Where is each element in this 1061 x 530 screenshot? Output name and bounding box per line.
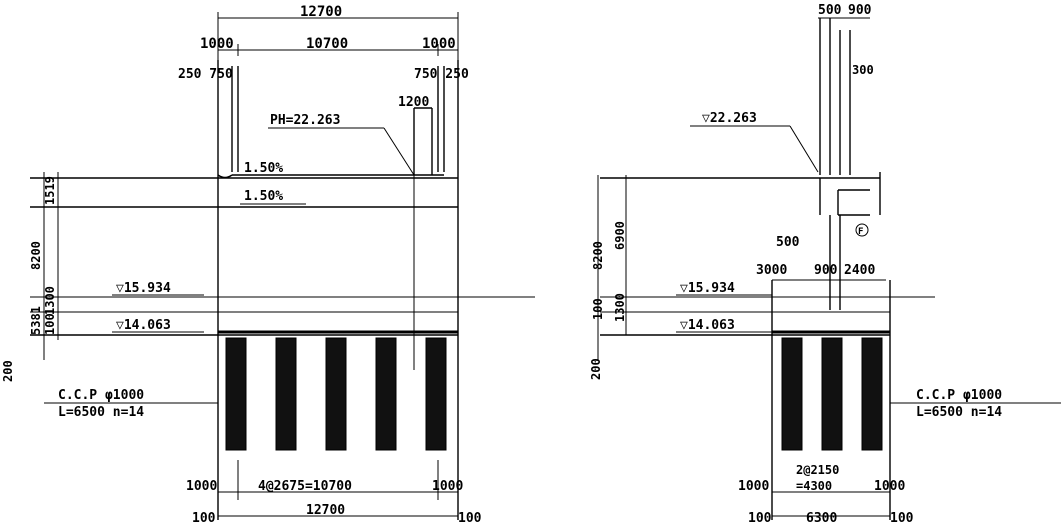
vdim-1: 5381 (29, 306, 43, 335)
dim-bottom-left-100: 100 (192, 511, 216, 526)
vdim-5: 200 (1, 360, 15, 382)
rdim-bottom-overall: 6300 (806, 511, 837, 526)
rvdim-4: 200 (589, 358, 603, 380)
rpile-1 (781, 337, 803, 451)
dim-bottom-overall: 12700 (306, 503, 345, 518)
vdim-0: 1519 (43, 176, 57, 205)
rvdim-0: 8200 (591, 241, 605, 270)
pile-4 (375, 337, 397, 451)
rvdim-2: 100 (591, 298, 605, 320)
dim-span: 10700 (306, 36, 348, 52)
level-ph: PH=22.263 (270, 113, 340, 128)
vdim-4: 100 (43, 313, 57, 335)
dim-cap-mid: 900 (814, 263, 838, 278)
dim-cap-left: 3000 (756, 263, 787, 278)
rpile-2 (821, 337, 843, 451)
rdim-bottom-left-100: 100 (748, 511, 772, 526)
dim-bottom-edge-right: 1000 (432, 479, 463, 494)
dim-top-a: 500 (818, 3, 842, 18)
vdim-2: 8200 (29, 241, 43, 270)
rdim-bottom-right-100: 100 (890, 511, 914, 526)
pile-2 (275, 337, 297, 451)
dim-cap-right: 2400 (844, 263, 875, 278)
slope-upper: 1.50% (244, 161, 283, 176)
vdim-3: 1300 (43, 286, 57, 315)
left-view: 12700 1000 10700 1000 250 750 750 250 12… (1, 4, 535, 526)
marker-f: F (858, 227, 863, 237)
rdim-bottom-edge-right: 1000 (874, 479, 905, 494)
dim-edge-left: 1000 (200, 36, 234, 52)
dim-opening: 1200 (398, 95, 429, 110)
dim-pile-spacing: 4@2675=10700 (258, 479, 352, 494)
level-top: ▽22.263 (702, 111, 757, 126)
dim-wall-right: 750 250 (414, 67, 469, 82)
rvdim-3: 1300 (613, 293, 627, 322)
dim-bottom-right-100: 100 (458, 511, 482, 526)
level-15934: ▽15.934 (116, 281, 171, 296)
dim-wall-left: 250 750 (178, 67, 233, 82)
rpile-label-1: C.C.P φ1000 (916, 388, 1002, 403)
rlevel-15934: ▽15.934 (680, 281, 735, 296)
dim-pile-spacing-a: 2@2150 (796, 463, 839, 477)
dim-overall-top: 12700 (300, 4, 342, 20)
pile-3 (325, 337, 347, 451)
dim-bottom-edge-left: 1000 (186, 479, 217, 494)
dim-pile-spacing-b: =4300 (796, 479, 832, 493)
rpile-3 (861, 337, 883, 451)
rlevel-14063: ▽14.063 (680, 318, 735, 333)
dim-top-b: 900 (848, 3, 872, 18)
pile-label-2: L=6500 n=14 (58, 405, 144, 420)
rpile-label-2: L=6500 n=14 (916, 405, 1002, 420)
rdim-bottom-edge-left: 1000 (738, 479, 769, 494)
pile-1 (225, 337, 247, 451)
dim-step-500: 500 (776, 235, 800, 250)
slope-lower: 1.50% (244, 189, 283, 204)
dim-edge-right: 1000 (422, 36, 456, 52)
pile-label-1: C.C.P φ1000 (58, 388, 144, 403)
pile-5 (425, 337, 447, 451)
level-14063: ▽14.063 (116, 318, 171, 333)
rvdim-1: 6900 (613, 221, 627, 250)
right-view: 500 900 300 ▽22.263 500 F 8200 6900 100 … (589, 3, 1061, 526)
dim-side-300: 300 (852, 63, 874, 77)
